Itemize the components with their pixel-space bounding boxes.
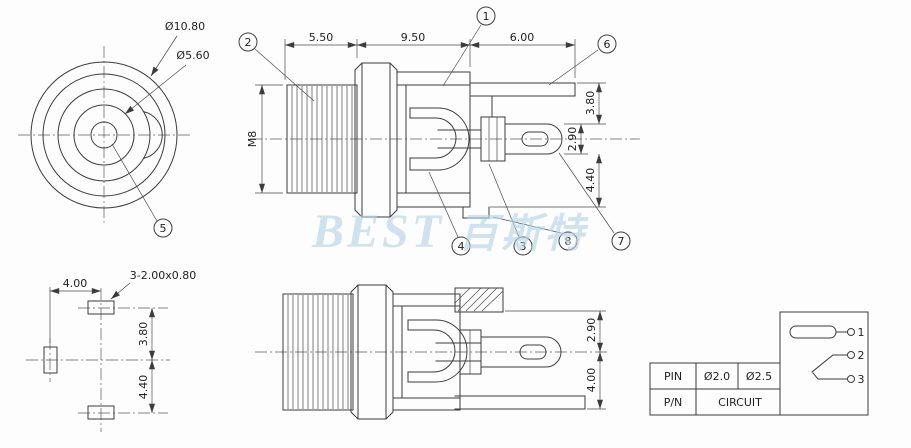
callout-4-number: 4 — [458, 240, 465, 253]
callout-6-number: 6 — [604, 38, 611, 51]
tip-contact-symbol — [789, 325, 837, 339]
center-pin-lines-bottom — [435, 342, 482, 362]
bushing-detail — [488, 117, 498, 161]
brand-watermark: BEST 百斯特 — [311, 205, 589, 258]
callout-5-circle — [153, 218, 173, 238]
bottom-view: 2.90 4.00 — [255, 284, 608, 420]
callout-5-number: 5 — [160, 222, 167, 235]
terminal-slot-bottom — [519, 344, 547, 360]
callout-5-leader — [111, 143, 158, 222]
center-terminal-barrel — [504, 123, 563, 155]
front-view: Ø10.80 Ø5.60 5 — [18, 20, 210, 238]
callout-1-circle — [476, 6, 496, 26]
pad-bottom — [87, 405, 115, 420]
pin3-contact — [812, 372, 848, 380]
terminal-slot — [521, 131, 549, 147]
key-bump-arc — [143, 111, 163, 159]
table-cell-pn: P/N — [664, 396, 683, 409]
pin2-terminal-dot — [847, 351, 855, 359]
callout-7-number: 7 — [618, 235, 625, 248]
callout-4-circle — [451, 236, 471, 256]
top-bracket — [454, 287, 504, 313]
flange-nut-bottom — [350, 284, 394, 420]
center-pin-lines — [437, 129, 482, 149]
thread-hatching — [291, 86, 353, 192]
callout-leaders — [254, 24, 615, 238]
front-centerlines — [18, 46, 192, 226]
thread-hatching-bottom — [287, 295, 349, 409]
callout-3-number: 3 — [520, 240, 527, 253]
dim-barrel-height-label: 2.90 — [566, 127, 579, 152]
flange-nut — [354, 62, 398, 218]
top-terminal-pin — [469, 82, 576, 97]
table-cell-dia20: Ø2.0 — [704, 370, 730, 383]
pad-left — [43, 346, 58, 374]
callout-2-number: 2 — [245, 36, 252, 49]
dim-thread-length-label: 5.50 — [309, 31, 334, 44]
dim-upper-bottomview-label: 2.90 — [585, 318, 598, 343]
center-pin-circle — [90, 121, 118, 149]
callout-8-circle — [558, 231, 578, 251]
spec-table: PIN Ø2.0 Ø2.5 P/N CIRCUIT — [649, 362, 781, 416]
watermark-latin-text: BEST — [311, 205, 444, 258]
bore-circle — [73, 104, 135, 166]
bracket-hatching — [454, 287, 504, 312]
pad-top — [87, 300, 115, 315]
pin3-terminal-dot — [847, 375, 855, 383]
dim-lower-height-label: 4.40 — [584, 168, 597, 193]
pin-layout-centerlines — [26, 288, 170, 432]
callout-7-circle — [611, 231, 631, 251]
callout-6-circle — [597, 34, 617, 54]
dim-upper-spacing-label: 3.80 — [137, 322, 150, 347]
pad-spec-label: 3-2.00x0.80 — [130, 269, 196, 282]
spring-contact-bottom — [407, 319, 468, 383]
callout-3-circle — [513, 236, 533, 256]
thread-barrel — [286, 84, 358, 194]
extension-lines — [255, 39, 606, 208]
thread-barrel-bottom — [282, 293, 354, 411]
callout-1-number: 1 — [483, 10, 490, 23]
circuit-diagram: 1 2 3 — [779, 311, 869, 416]
callout-2-circle — [238, 32, 258, 52]
pin1-label: 1 — [858, 326, 865, 339]
pin2-label: 2 — [858, 349, 865, 362]
dim-body-length-label: 9.50 — [401, 31, 426, 44]
pin1-terminal-dot — [847, 328, 855, 336]
table-cell-dia25: Ø2.5 — [746, 370, 772, 383]
inner-dia-leader — [124, 64, 187, 115]
dim-pin-length-label: 6.00 — [510, 31, 535, 44]
pin2-switch-lever — [811, 354, 848, 373]
table-cell-pin: PIN — [664, 370, 682, 383]
side-view: 5.50 9.50 6.00 M8 3.80 2.90 4.40 1 2 6 4… — [238, 6, 640, 256]
watermark-cjk-text: 百斯特 — [458, 211, 589, 256]
barrel-circle — [57, 88, 151, 182]
pin3-label: 3 — [858, 373, 865, 386]
table-cell-circuit: CIRCUIT — [718, 396, 762, 409]
outer-dia-leader — [150, 35, 178, 77]
bottom-lug — [462, 206, 490, 219]
inner-diameter-label: Ø5.60 — [176, 49, 209, 62]
spring-contact — [409, 107, 470, 171]
bottom-flat-pin — [454, 395, 586, 410]
dim-pin-height-label: 3.80 — [584, 91, 597, 116]
body-outline — [396, 71, 471, 208]
circuit-box — [779, 311, 869, 416]
dim-lower-spacing-label: 4.40 — [137, 375, 150, 400]
body-circle — [42, 73, 166, 197]
outer-flange-circle — [30, 61, 178, 209]
outer-diameter-label: Ø10.80 — [165, 20, 205, 33]
callout-8-number: 8 — [565, 235, 572, 248]
dim-pitch-label: 4.00 — [63, 277, 88, 290]
center-terminal-barrel-bottom — [480, 336, 562, 368]
dim-lower-bottomview-label: 4.00 — [585, 368, 598, 393]
pin-layout-view: 4.00 3-2.00x0.80 3.80 4.40 — [26, 269, 196, 432]
thread-size-label: M8 — [246, 131, 259, 148]
pad-spec-leader — [110, 282, 131, 300]
